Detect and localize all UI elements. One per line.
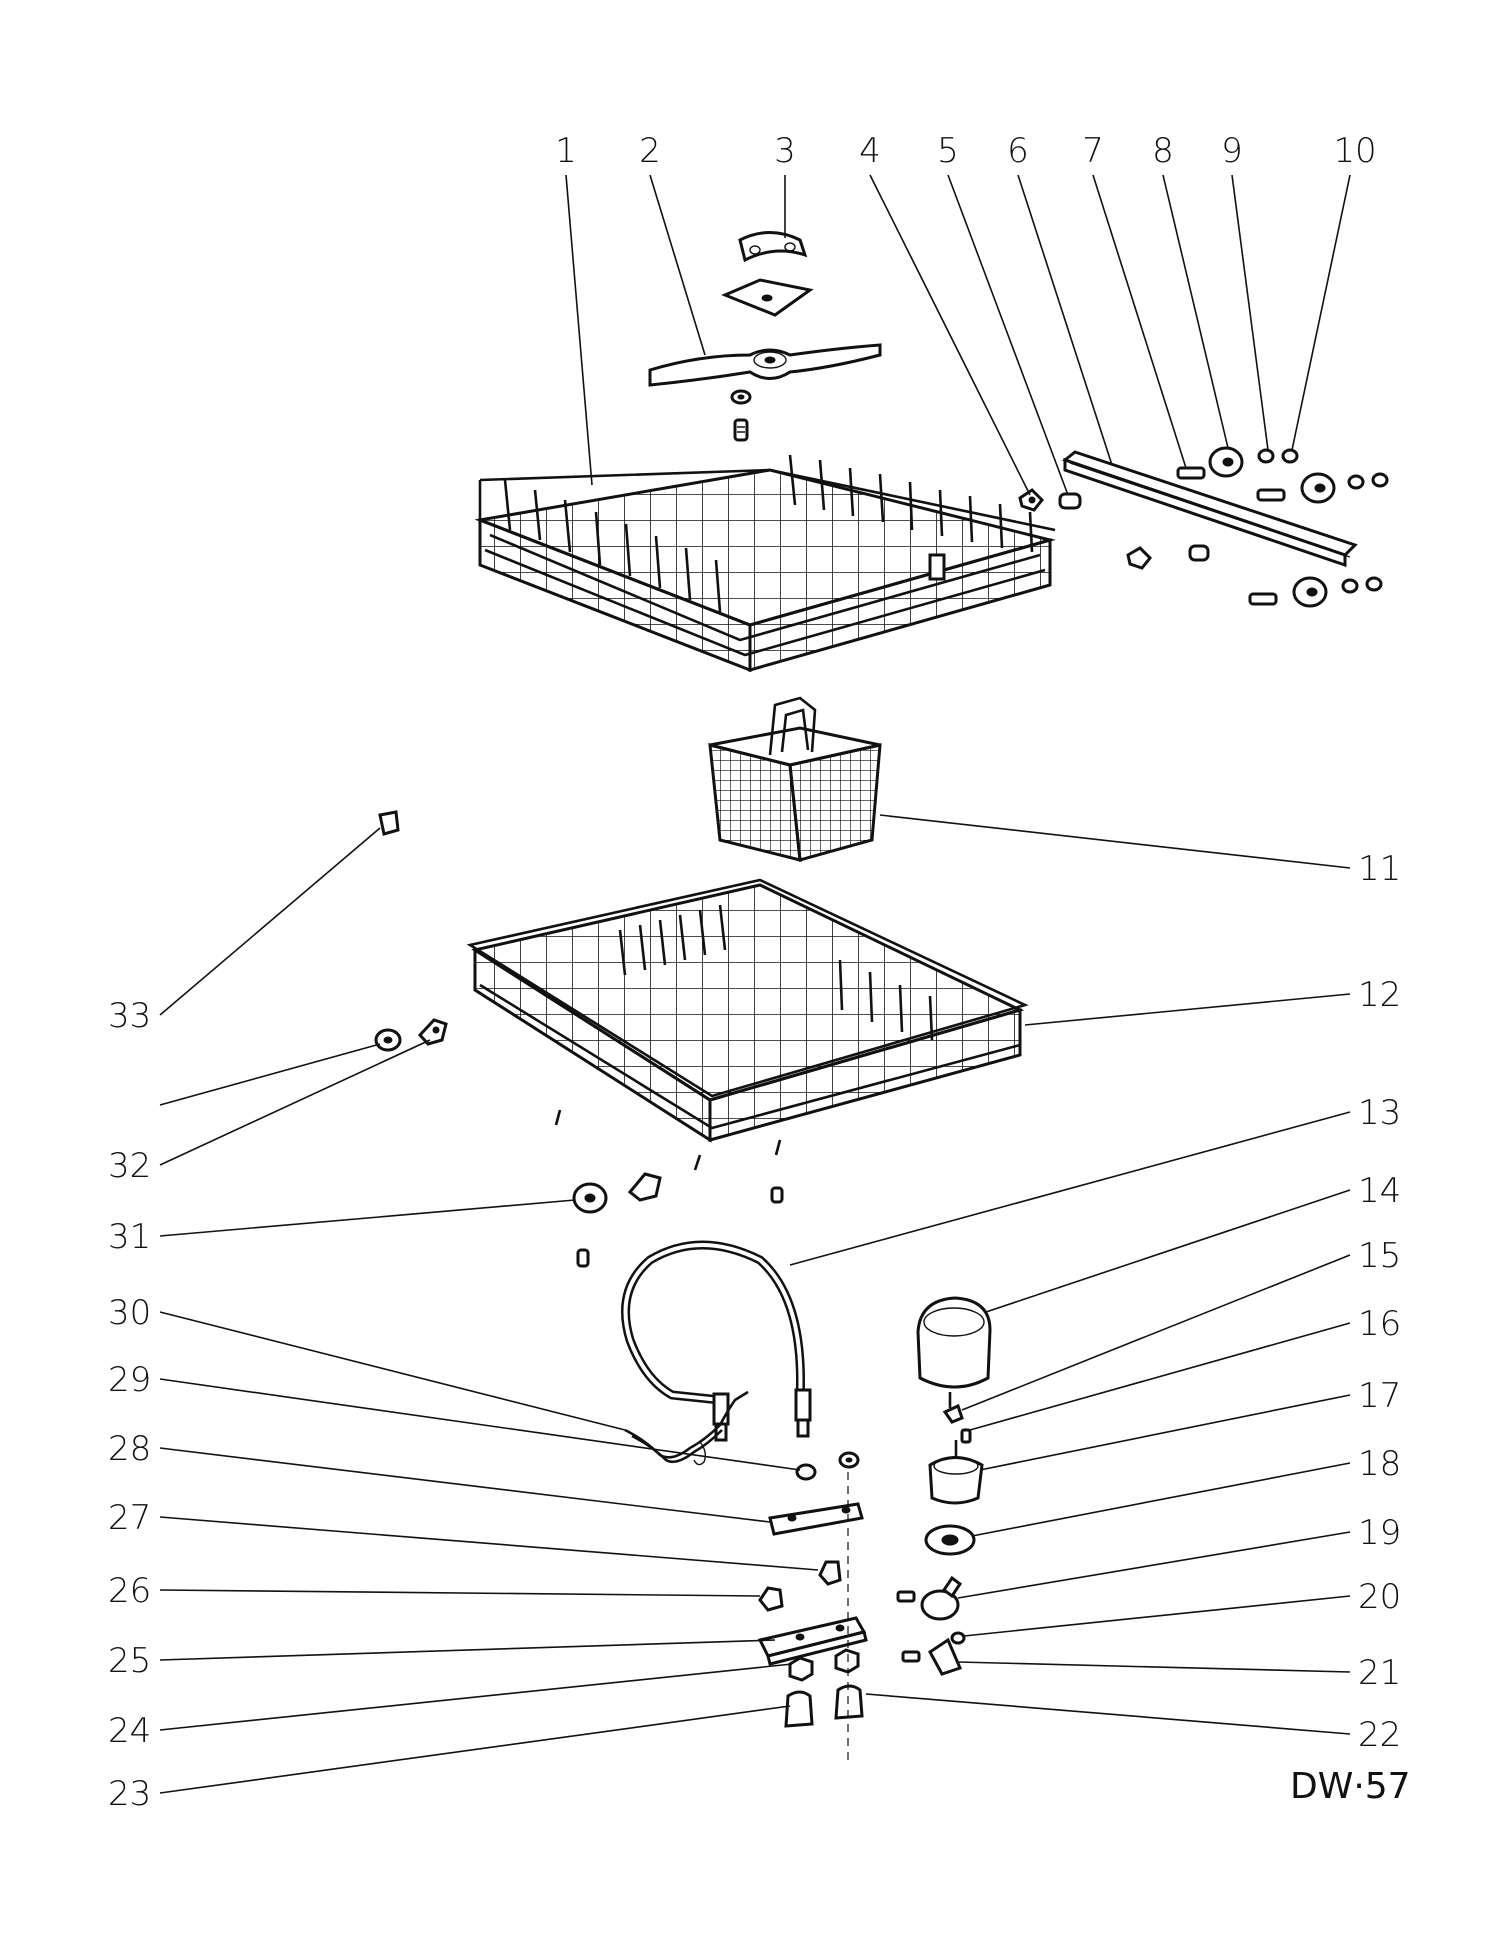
callout-26: 26 [108, 1571, 151, 1611]
retaining-clip-part [818, 1560, 842, 1586]
rail-stop-part-lower [1188, 544, 1210, 562]
float-screw-part [942, 1403, 972, 1444]
callout-8: 8 [1152, 131, 1174, 171]
callout-12: 12 [1358, 975, 1401, 1015]
spray-arm-plate-part [721, 278, 814, 317]
callout-31: 31 [108, 1217, 151, 1257]
spray-arm-screw-part [733, 418, 749, 442]
callout-30: 30 [108, 1293, 151, 1333]
lower-basket-part [466, 878, 1029, 1171]
callout-28: 28 [108, 1429, 151, 1469]
callout-17: 17 [1358, 1376, 1401, 1416]
cutlery-basket-part [708, 696, 882, 862]
element-washer-part [795, 1451, 860, 1481]
callout-32: 32 [108, 1146, 151, 1186]
lower-wheel-assembly-part [572, 1172, 784, 1268]
callout-33: 33 [108, 996, 151, 1036]
float-lever-part [896, 1575, 963, 1621]
callout-labels: 1 2 3 4 5 6 7 8 9 10 11 12 13 14 15 16 1… [108, 131, 1411, 1814]
callout-20: 20 [1358, 1577, 1401, 1617]
wheel-washer-part [1257, 448, 1389, 594]
wire-bracket-part [624, 1390, 749, 1466]
float-base-part [928, 1440, 984, 1505]
switch-nut-part [950, 1631, 966, 1645]
callout-6: 6 [1007, 131, 1029, 171]
callout-11: 11 [1358, 849, 1401, 889]
lower-basket-wheel-part [374, 1028, 402, 1052]
callout-16: 16 [1358, 1304, 1401, 1344]
callout-22: 22 [1358, 1715, 1401, 1755]
protective-cap-part [784, 1684, 864, 1728]
spray-arm-nut-part [738, 231, 808, 263]
float-cover-part [916, 1296, 992, 1408]
callout-13: 13 [1358, 1093, 1401, 1133]
callout-5: 5 [937, 131, 959, 171]
seal-ring-part [924, 1524, 976, 1556]
callout-2: 2 [639, 131, 661, 171]
callout-23: 23 [108, 1774, 151, 1814]
wheel-axle-screw-part [1176, 466, 1286, 606]
support-bracket-part [757, 1616, 868, 1666]
switch-actuator-part [901, 1637, 963, 1676]
small-clip-part [378, 810, 400, 836]
leader-lines [159, 174, 1351, 1794]
basket-rail-part [1061, 450, 1358, 568]
callout-4: 4 [859, 131, 881, 171]
hex-nut-part [788, 1648, 860, 1682]
rail-clip-part-lower [1126, 546, 1153, 570]
callout-10: 10 [1333, 131, 1376, 171]
callout-21: 21 [1358, 1653, 1401, 1693]
callout-24: 24 [108, 1711, 151, 1751]
mounting-plate-part [768, 1502, 864, 1536]
callout-19: 19 [1358, 1513, 1401, 1553]
callout-15: 15 [1358, 1236, 1401, 1276]
callout-29: 29 [108, 1360, 151, 1400]
callout-25: 25 [108, 1641, 151, 1681]
callout-1: 1 [555, 131, 577, 171]
callout-7: 7 [1082, 131, 1104, 171]
upper-spray-arm-part [648, 343, 882, 387]
drawing-code: DW·57 [1290, 1766, 1411, 1807]
callout-9: 9 [1221, 131, 1243, 171]
upper-basket-part [474, 454, 1056, 673]
callout-27: 27 [108, 1498, 151, 1538]
heating-hose-part [621, 1240, 812, 1442]
callout-18: 18 [1358, 1444, 1401, 1484]
clamp-clip-part [758, 1586, 784, 1612]
rail-stop-part [1058, 492, 1082, 510]
callout-14: 14 [1358, 1171, 1401, 1211]
rail-clip-part [1018, 488, 1045, 512]
callout-3: 3 [774, 131, 796, 171]
wheel-bracket-part [417, 1018, 448, 1046]
spray-arm-washer-part [730, 389, 752, 405]
basket-wheel-part [1208, 446, 1336, 608]
